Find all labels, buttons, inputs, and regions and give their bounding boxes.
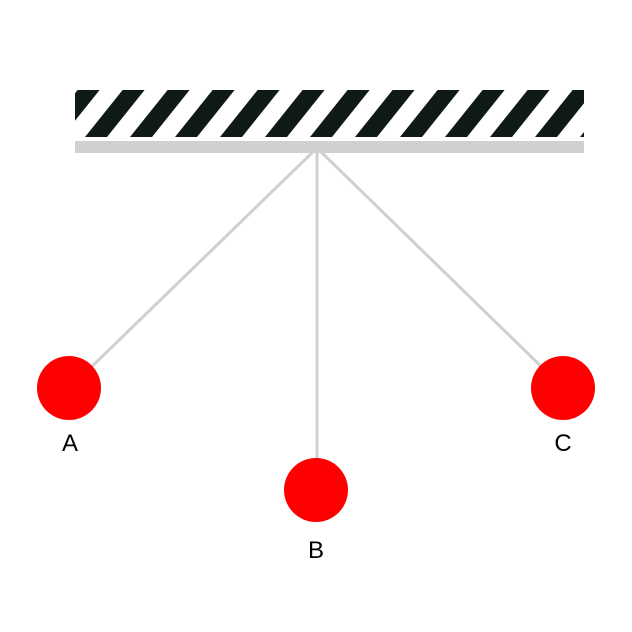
support-stripe — [175, 90, 235, 137]
ceiling-support — [75, 90, 632, 153]
support-stripe — [535, 90, 584, 137]
support-stripe — [355, 90, 415, 137]
string-c — [315, 146, 554, 379]
label-b: B — [308, 537, 324, 564]
bob-b — [284, 458, 348, 522]
support-stripe — [130, 90, 190, 137]
support-stripe — [75, 90, 100, 121]
support-stripe — [625, 90, 632, 137]
support-stripe — [400, 90, 460, 137]
label-a: A — [62, 430, 78, 457]
bob-a — [37, 356, 101, 420]
labels: A B C — [62, 430, 572, 564]
bobs — [37, 356, 595, 522]
support-stripe — [265, 90, 325, 137]
label-c: C — [554, 430, 571, 457]
support-stripe — [85, 90, 145, 137]
strings — [78, 146, 554, 470]
bob-c — [531, 356, 595, 420]
support-stripe — [490, 90, 550, 137]
support-base — [75, 141, 584, 153]
string-a — [78, 146, 319, 380]
support-stripe — [220, 90, 280, 137]
support-stripes — [75, 90, 632, 137]
support-stripe — [310, 90, 370, 137]
support-stripe — [445, 90, 505, 137]
support-stripe — [580, 131, 584, 137]
